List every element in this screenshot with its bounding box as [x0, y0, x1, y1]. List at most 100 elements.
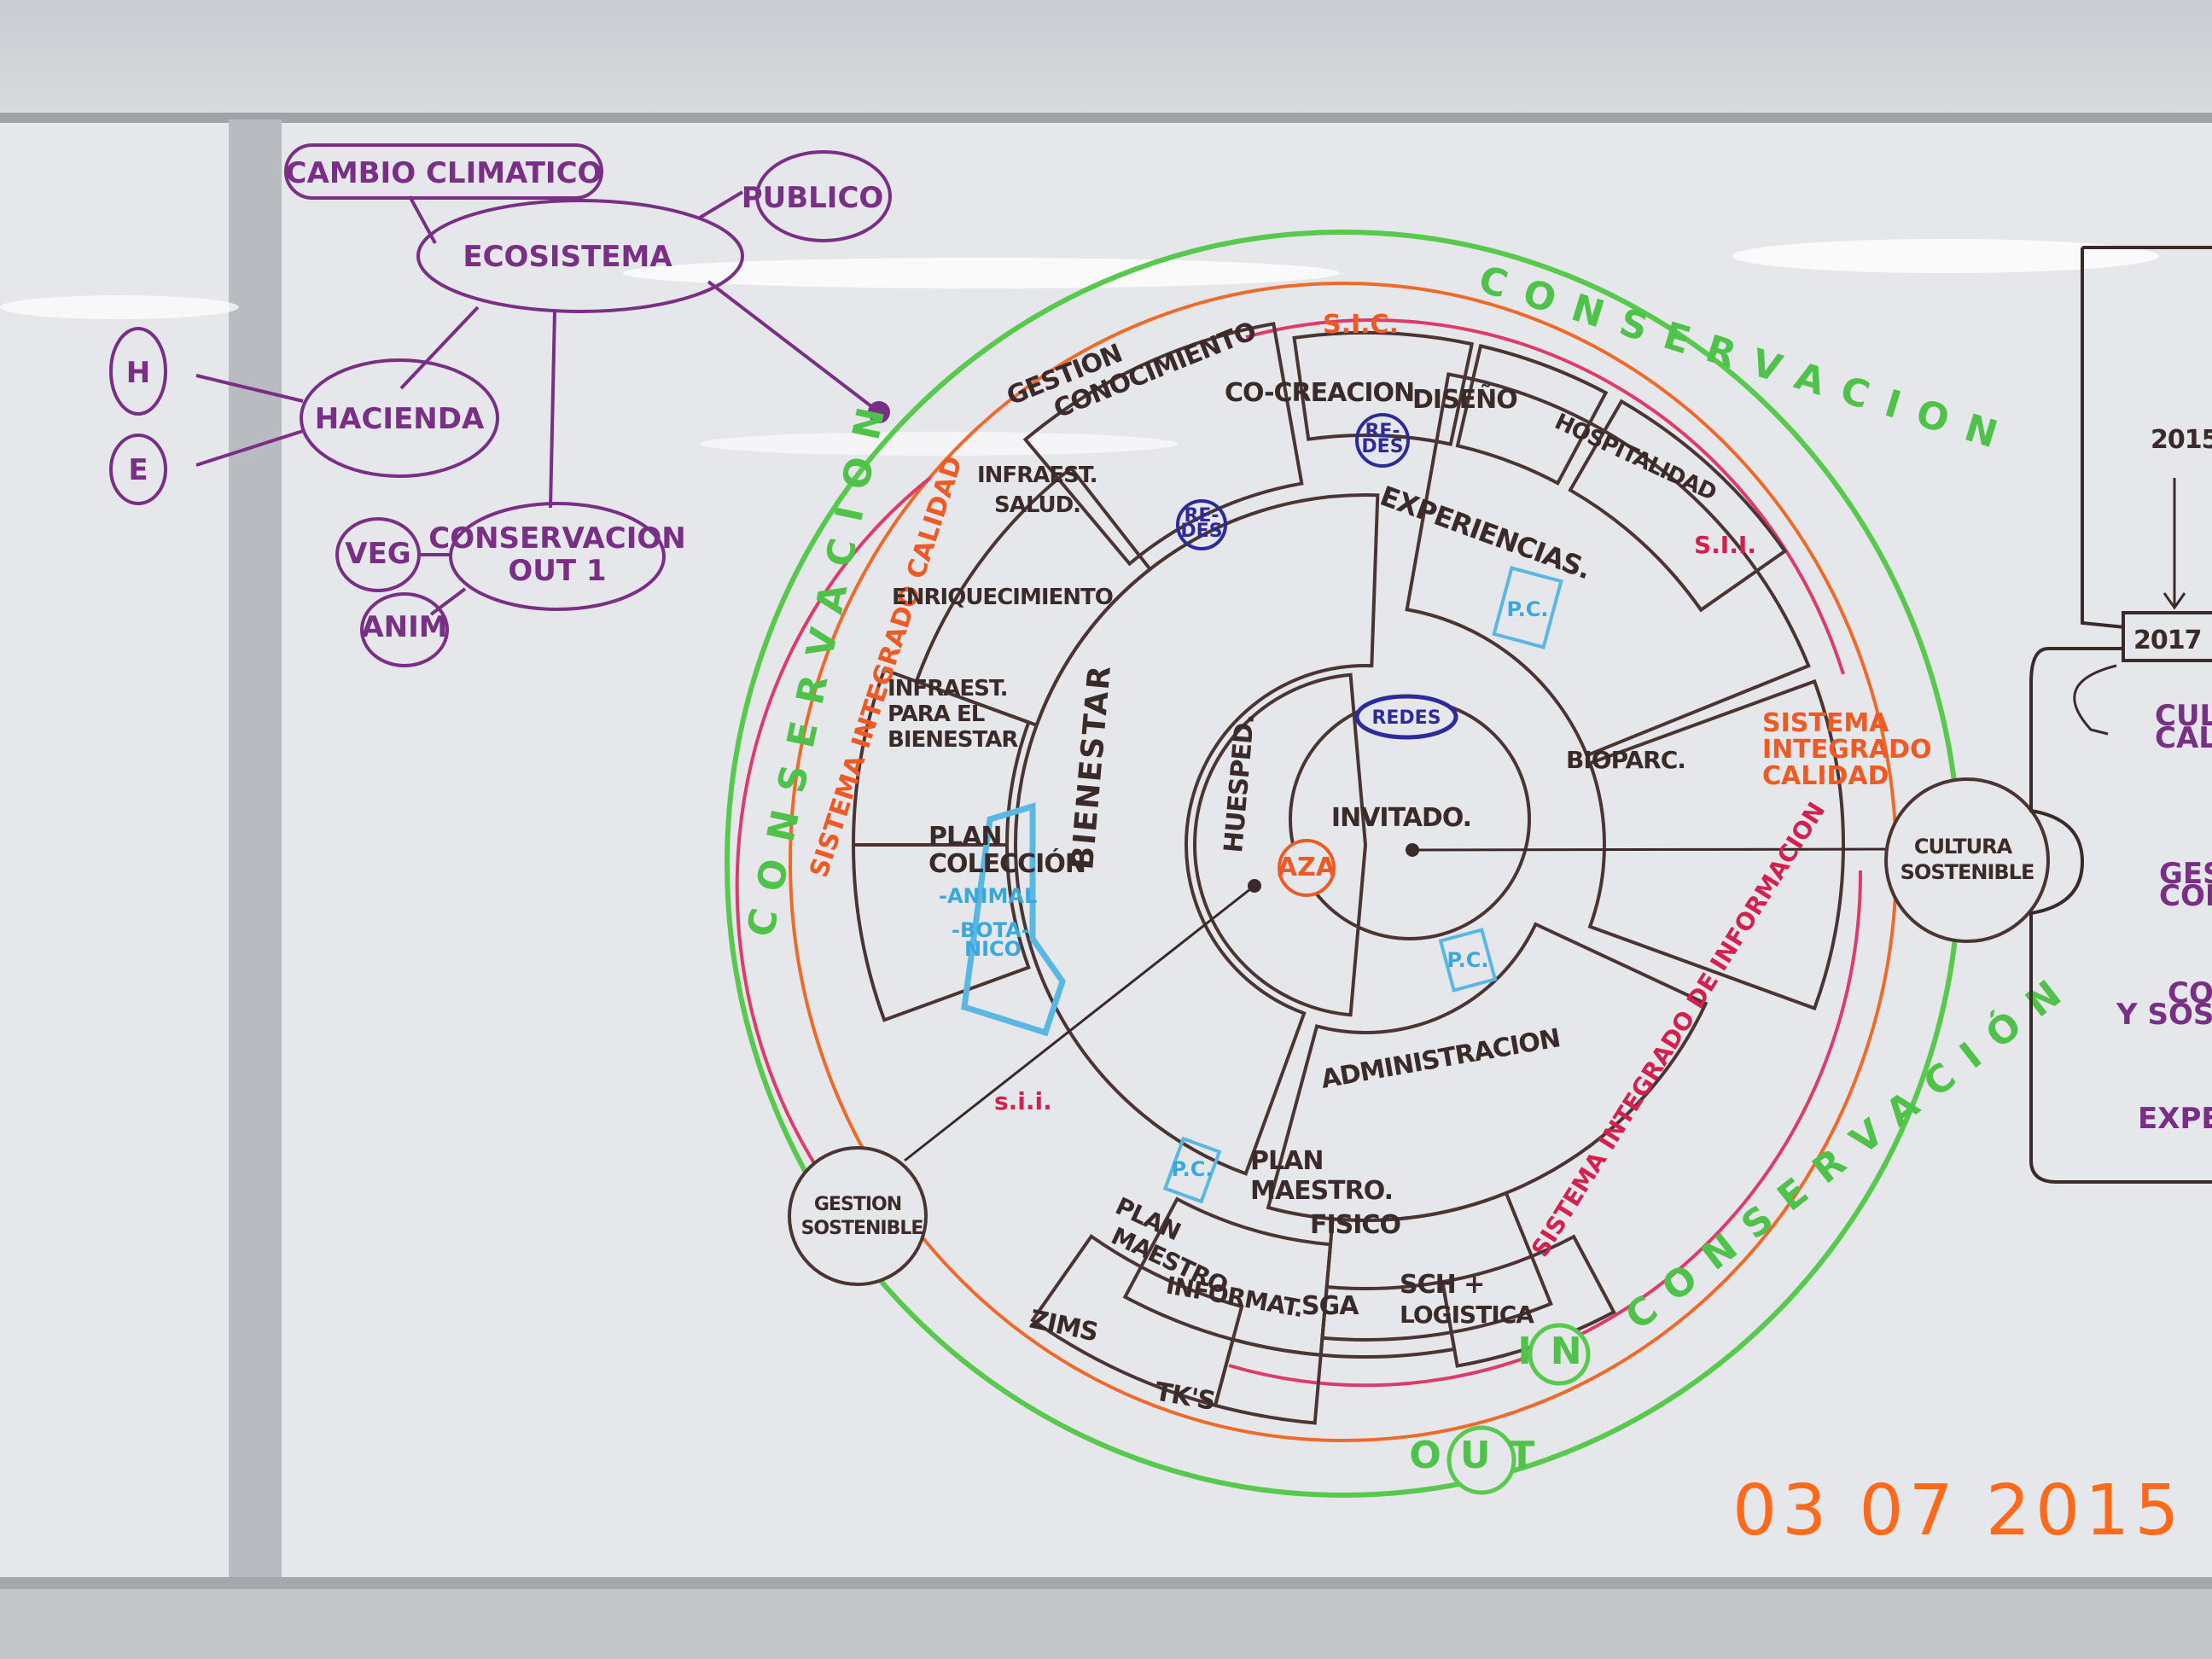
plan-maestro-fisico-label: MAESTRO.	[1250, 1176, 1393, 1206]
glare	[623, 258, 1340, 288]
mindmap-shapes	[109, 143, 892, 667]
infraest-salud-sector	[914, 465, 1153, 728]
veg-label: VEG	[345, 537, 410, 571]
infraest-bienestar-label: INFRAEST.	[888, 676, 1008, 701]
glare	[0, 295, 239, 319]
right-item-label: CULTURA	[2155, 699, 2212, 733]
conservacion-out-label: CONSERVACION	[428, 521, 685, 556]
right-item-label: CONOC.	[2159, 879, 2212, 913]
plan-coleccion-box	[961, 802, 1066, 1037]
sga-label: SGA	[1301, 1291, 1359, 1321]
panel-divider	[229, 119, 282, 1587]
pc-label: P.C.	[1447, 948, 1488, 972]
right-item-label: Y SOSTEN.	[2116, 998, 2212, 1032]
gestion-conocimiento-sector	[1022, 322, 1304, 567]
h-label: H	[126, 356, 150, 390]
in-label: IN	[1517, 1330, 1600, 1373]
hospitalidad-sector	[1568, 399, 1788, 613]
date-stamp: 03 07 2015	[1732, 1470, 2185, 1551]
plan-maestro-fisico-label: PLAN	[1250, 1146, 1323, 1176]
enriquecimiento-label: ENRIQUECIMIENTO	[892, 585, 1113, 610]
hacienda-label: HACIENDA	[315, 402, 485, 436]
pc-box	[1438, 928, 1498, 992]
plan-coleccion-label: PLAN	[928, 822, 1001, 852]
plan-coleccion-botanico: NICO	[964, 937, 1022, 961]
in-circle	[1528, 1323, 1591, 1386]
bioparc-sector	[1587, 678, 1846, 1011]
right-item-label: CONS.	[2168, 976, 2212, 1010]
redes-badge	[1354, 694, 1458, 740]
redes-small-label: RE-	[1365, 421, 1400, 442]
ecosistema-label: ECOSISTEMA	[463, 240, 672, 274]
pc-box	[1162, 1136, 1222, 1204]
infraest-salud-label: SALUD.	[994, 492, 1080, 518]
pc-label: P.C.	[1171, 1157, 1213, 1181]
infraest-bienestar-label: BIENESTAR	[888, 727, 1018, 753]
huesped-ring	[1193, 672, 1368, 1017]
year-box	[2122, 611, 2212, 662]
sga-sector	[1318, 1279, 1457, 1359]
out-circle	[1447, 1425, 1516, 1495]
sistema-calidad-right-label: INTEGRADO	[1762, 735, 1932, 765]
sch-logistica-label: SCH +	[1400, 1270, 1484, 1300]
sistema-calidad-right-label: CALIDAD	[1762, 761, 1889, 791]
plan-maestro-fisico-label: FISICO	[1310, 1210, 1400, 1240]
diseno-sector	[1455, 343, 1609, 486]
connector-lines	[904, 847, 1891, 1162]
infraest-bienestar-label: PARA EL	[888, 701, 985, 727]
arrow-icon	[2073, 478, 2186, 736]
glare	[1732, 239, 2159, 273]
cultura-sostenible-label: CULTURA	[1914, 835, 2013, 859]
plan-coleccion-label: COLECCIÓN	[928, 847, 1086, 879]
right-item-label: CALIDAD	[2155, 721, 2212, 755]
administracion-sector	[1266, 922, 1708, 1222]
publico-label: PUBLICO	[742, 181, 884, 215]
e-label: E	[128, 453, 148, 487]
year-box-label: 2017	[2133, 626, 2202, 655]
gestion-sostenible-label: SOSTENIBLE	[801, 1218, 923, 1239]
conservacion-out-label: OUT 1	[508, 554, 606, 588]
co-creacion-label: CO-CREACION	[1225, 378, 1414, 408]
cambio-climatico-label: CAMBIO CLIMATICO	[286, 156, 602, 190]
redes-small-label: DES	[1180, 521, 1222, 542]
invitado-label: INVITADO.	[1331, 803, 1471, 833]
gestion-sostenible-circle	[788, 1146, 928, 1286]
plan-coleccion-botanico: -BOTA-	[952, 918, 1030, 942]
pc-box	[1492, 566, 1563, 649]
board-top-rail	[0, 113, 2212, 123]
gestion-sostenible-label: GESTION	[814, 1194, 901, 1215]
experiencias-sector	[1405, 372, 1811, 758]
glare	[700, 432, 1178, 456]
board-bottom-rail	[0, 1577, 2212, 1589]
out-label: OUT	[1409, 1434, 1553, 1477]
redes-label: REDES	[1371, 707, 1441, 729]
right-item-label: EXPERI.	[2138, 1102, 2212, 1136]
redes-small-badge	[1176, 499, 1227, 550]
right-panel-outline	[2029, 246, 2212, 1184]
connector-dot	[1248, 879, 1261, 893]
cultura-sostenible-label: SOSTENIBLE	[1901, 860, 2034, 884]
wall	[0, 1589, 2212, 1659]
tks-sector	[1213, 1337, 1323, 1425]
sch-logistica-label: LOGISTICA	[1400, 1301, 1534, 1329]
plan-coleccion-animal: -ANIMAL	[939, 884, 1037, 908]
pc-label: P.C.	[1506, 597, 1548, 621]
infraest-bienestar-sector	[851, 843, 1031, 1022]
right-item-label: GESTION	[2159, 857, 2212, 891]
aza-label: AZA	[1278, 853, 1336, 882]
sic-label: S.I.C.	[1323, 310, 1399, 340]
aza-badge	[1278, 839, 1336, 897]
sii-right-label: S.I.I.	[1694, 531, 1756, 559]
diseno-label: DISEÑO	[1412, 383, 1517, 415]
diagram-sectors	[851, 322, 1846, 1425]
sistema-calidad-right-label: SISTEMA	[1762, 708, 1889, 738]
bienestar-sector	[1014, 493, 1380, 1176]
cultura-sostenible-circle	[1884, 777, 2050, 943]
co-creacion-sector	[1292, 331, 1475, 446]
infraest-salud-label: INFRAEST.	[977, 463, 1097, 488]
redes-small-badge	[1355, 413, 1410, 468]
zims-sector	[1030, 1233, 1244, 1408]
informacion-ring	[735, 318, 1863, 1388]
